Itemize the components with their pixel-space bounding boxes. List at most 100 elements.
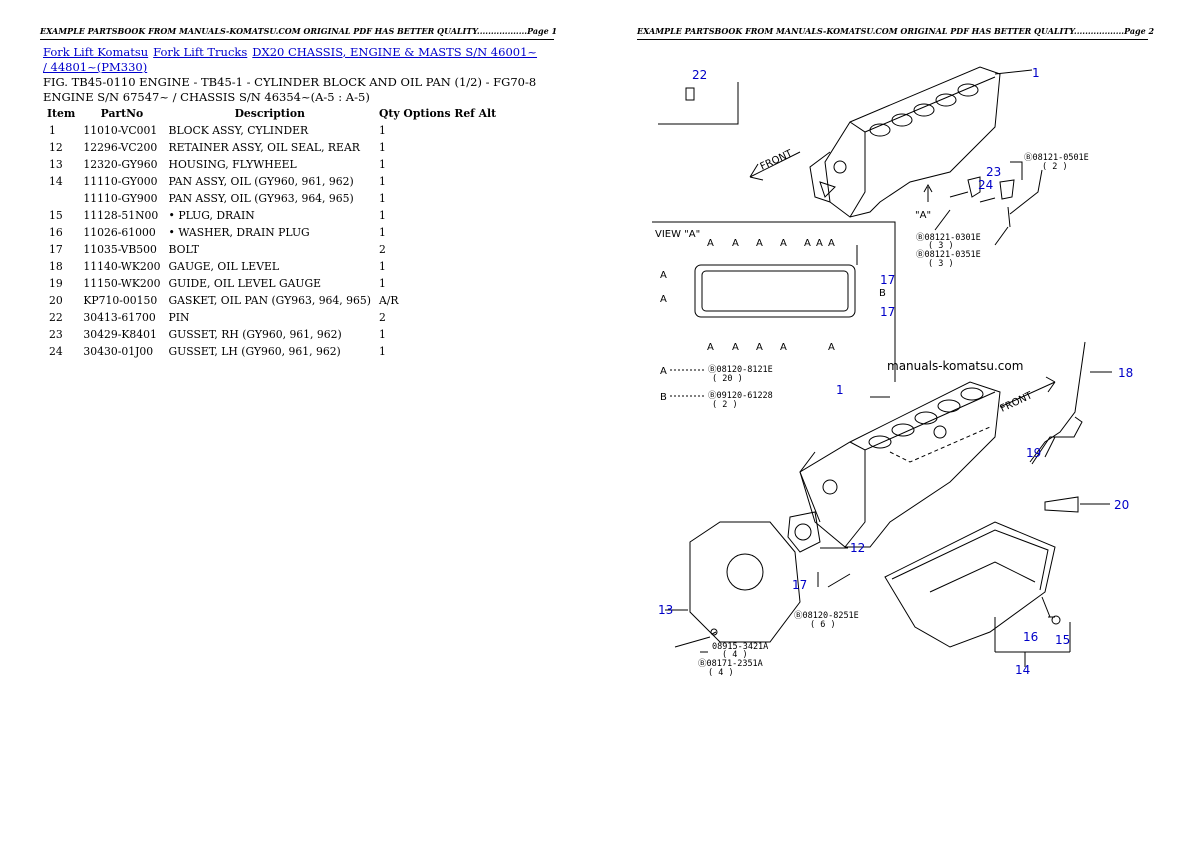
exploded-parts-diagram: 22 1 23 24 17 17 1 18 19 20 12 17 13 16 … [652, 66, 1133, 678]
callout-17a: 17 [880, 273, 895, 287]
gasket-20 [1044, 496, 1079, 513]
callout-24: 24 [978, 178, 993, 192]
guide-19 [1031, 416, 1083, 465]
bolt-qty-0301e: ( 3 ) [928, 241, 954, 251]
callout-15: 15 [1055, 633, 1070, 647]
cell-partno: KP710-00150 [83, 294, 158, 307]
gusset-23 [967, 176, 981, 198]
legend-a-letter: A [660, 366, 667, 377]
oil-level-gauge-18 [1029, 341, 1086, 463]
cylinder-block-lower [799, 381, 1001, 548]
cell-description: GUSSET, RH (GY960, 961, 962) [168, 328, 342, 341]
bolt-qty-8251e: ( 6 ) [810, 620, 836, 630]
callout-18: 18 [1118, 366, 1133, 380]
breadcrumb-link-fork-lift-trucks[interactable]: Fork Lift Trucks [153, 45, 248, 59]
view-a-frame [652, 221, 896, 382]
view-a-letter-top-6: A [816, 238, 823, 249]
table-header-row: Item PartNo Description Qty Options Ref … [43, 105, 500, 122]
legend-a-bolt-qty: ( 20 ) [712, 374, 743, 384]
oil-pan-14 [884, 521, 1056, 648]
callout-16: 16 [1023, 630, 1038, 644]
front-label-lower: FRONT [999, 390, 1035, 415]
cell-qty: A/R [378, 294, 399, 307]
cell-partno: 11110-GY000 [83, 175, 158, 188]
bolt-17 [817, 572, 851, 588]
cell-item: 24 [49, 345, 63, 358]
cell-partno: 30413-61700 [83, 311, 156, 324]
cell-item: 14 [49, 175, 63, 188]
table-row: 16 11026-61000 • WASHER, DRAIN PLUG 1 [43, 224, 500, 241]
cell-item: 22 [49, 311, 63, 324]
column-header-qty-options-ref-alt: Qty Options Ref Alt [378, 107, 497, 120]
bolt-qty-3421a: ( 4 ) [722, 650, 748, 660]
breadcrumb-link-model[interactable]: DX20 CHASSIS, ENGINE & MASTS S/N 46001~ … [43, 45, 538, 74]
view-a-letter-top-1: A [707, 238, 714, 249]
view-a-letter-top-3: A [756, 238, 763, 249]
bolt-qty-0351e: ( 3 ) [928, 259, 954, 269]
cell-description: BOLT [168, 243, 200, 256]
cell-partno: 12320-GY960 [83, 158, 158, 171]
cell-item: 15 [49, 209, 63, 222]
view-a-pointer-label: "A" [915, 210, 931, 221]
callout-20: 20 [1114, 498, 1129, 512]
cell-qty: 1 [378, 175, 386, 188]
callout-13: 13 [658, 603, 673, 617]
pin-22-shape [685, 87, 695, 101]
pin-frame-line [658, 82, 739, 125]
bolt-label-0351e: Ⓑ08121-0351E [916, 250, 981, 260]
view-a-letter-top-4: A [780, 238, 787, 249]
cell-description: RETAINER ASSY, OIL SEAL, REAR [168, 141, 360, 154]
leader-23 [1010, 161, 1023, 180]
table-row: 11110-GY900 PAN ASSY, OIL (GY963, 964, 96… [43, 190, 500, 207]
bolt-label-2351a: Ⓑ08171-2351A [698, 659, 763, 669]
view-a-letter-top-5: A [804, 238, 811, 249]
cell-item: 16 [49, 226, 63, 239]
cell-qty: 1 [378, 209, 386, 222]
view-a-letter-bottom-5: A [828, 342, 835, 353]
page-2-header: EXAMPLE PARTSBOOK FROM MANUALS-KOMATSU.C… [637, 25, 1154, 40]
cell-qty: 2 [378, 311, 386, 324]
cell-description: • WASHER, DRAIN PLUG [168, 226, 310, 239]
cell-partno: 30430-01J00 [83, 345, 154, 358]
cell-partno: 11110-GY900 [83, 192, 158, 205]
legend-a-bolt-label: Ⓑ08120-8121E [708, 365, 773, 375]
leader-0301e [934, 209, 951, 231]
bolt-qty-2351a: ( 4 ) [708, 668, 734, 678]
callout-17c: 17 [792, 578, 807, 592]
cell-partno: 11026-61000 [83, 226, 156, 239]
cell-item: 20 [49, 294, 63, 307]
cell-item: 17 [49, 243, 63, 256]
cell-item: 12 [49, 141, 63, 154]
column-header-description: Description [234, 107, 305, 120]
leader-16 [1041, 596, 1051, 618]
cell-qty: 1 [378, 226, 386, 239]
column-header-partno: PartNo [100, 107, 144, 120]
callout-14: 14 [1015, 663, 1030, 677]
table-row: 22 30413-61700 PIN 2 [43, 309, 500, 326]
drain-plug-15 [1051, 615, 1061, 625]
cell-item [43, 190, 79, 207]
cylinder-block-top [809, 66, 1001, 218]
oil-pan-outline-view-a [694, 264, 856, 318]
view-a-letter-bottom-3: A [756, 342, 763, 353]
view-a-letter-top-2: A [732, 238, 739, 249]
bolt-label-8251e: Ⓑ08120-8251E [794, 611, 859, 621]
cell-description: PIN [168, 311, 190, 324]
bolt-label-0501e: Ⓑ08121-0501E [1024, 153, 1089, 163]
bolt-label-3421a: 08915-3421A [712, 642, 768, 652]
cell-qty: 1 [378, 277, 386, 290]
leader-0501e [1009, 169, 1043, 215]
callout-22: 22 [692, 68, 707, 82]
cell-description: PAN ASSY, OIL (GY963, 964, 965) [168, 192, 354, 205]
gusset-bolts [949, 191, 1011, 228]
breadcrumb-link-fork-lift-komatsu[interactable]: Fork Lift Komatsu [43, 45, 149, 59]
callout-12: 12 [850, 541, 865, 555]
housing-bolt [674, 631, 717, 648]
cell-description: BLOCK ASSY, CYLINDER [168, 124, 309, 137]
